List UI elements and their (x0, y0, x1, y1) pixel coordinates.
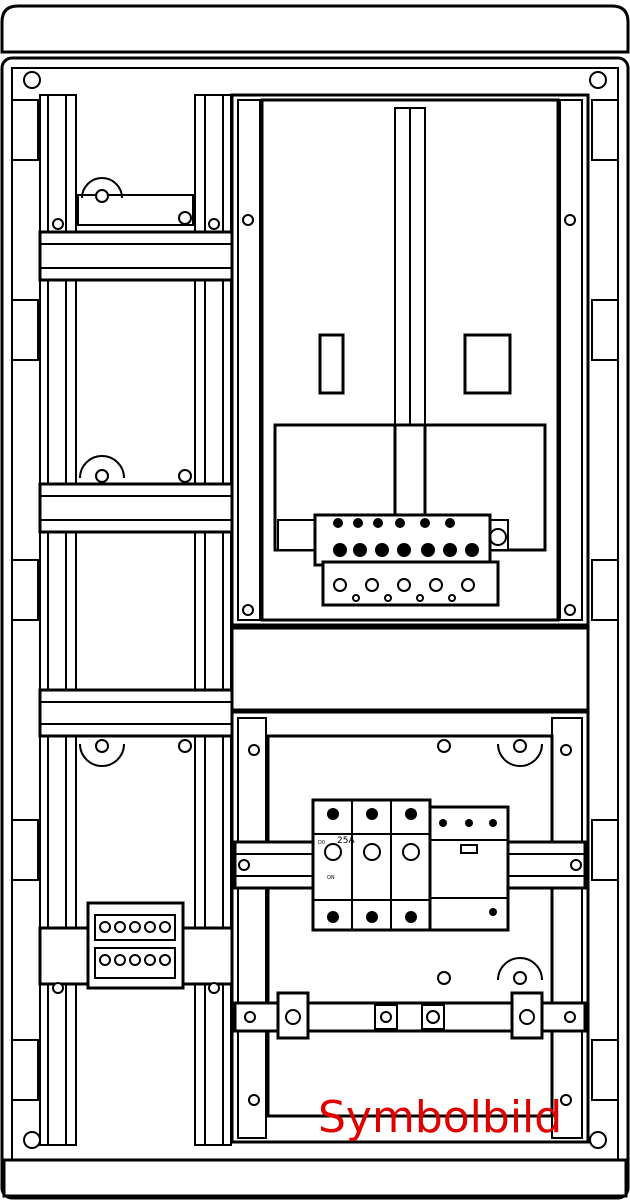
fuse-breaker-3pole (311, 798, 432, 932)
bottom-terminal-rail (233, 991, 587, 1040)
rcd-breaker (428, 805, 510, 932)
meter-panel (230, 93, 590, 627)
corner-screws (23, 71, 607, 1149)
symbol-image-caption: Symbolbild (318, 1092, 563, 1143)
meter-window-right (463, 333, 512, 395)
middle-cover (230, 626, 590, 712)
meter-window-left (318, 333, 345, 395)
breaker-type-label: D0 (318, 840, 326, 846)
breaker-rating-label: 25A (337, 836, 355, 846)
cabinet-lid (0, 4, 630, 54)
left-bolts (52, 177, 220, 994)
breaker-state-label: ON (327, 875, 335, 881)
left-terminal-block (86, 901, 185, 990)
meter-terminal-block (313, 513, 500, 607)
cabinet-base (2, 1158, 628, 1198)
side-ribs (12, 99, 618, 1101)
